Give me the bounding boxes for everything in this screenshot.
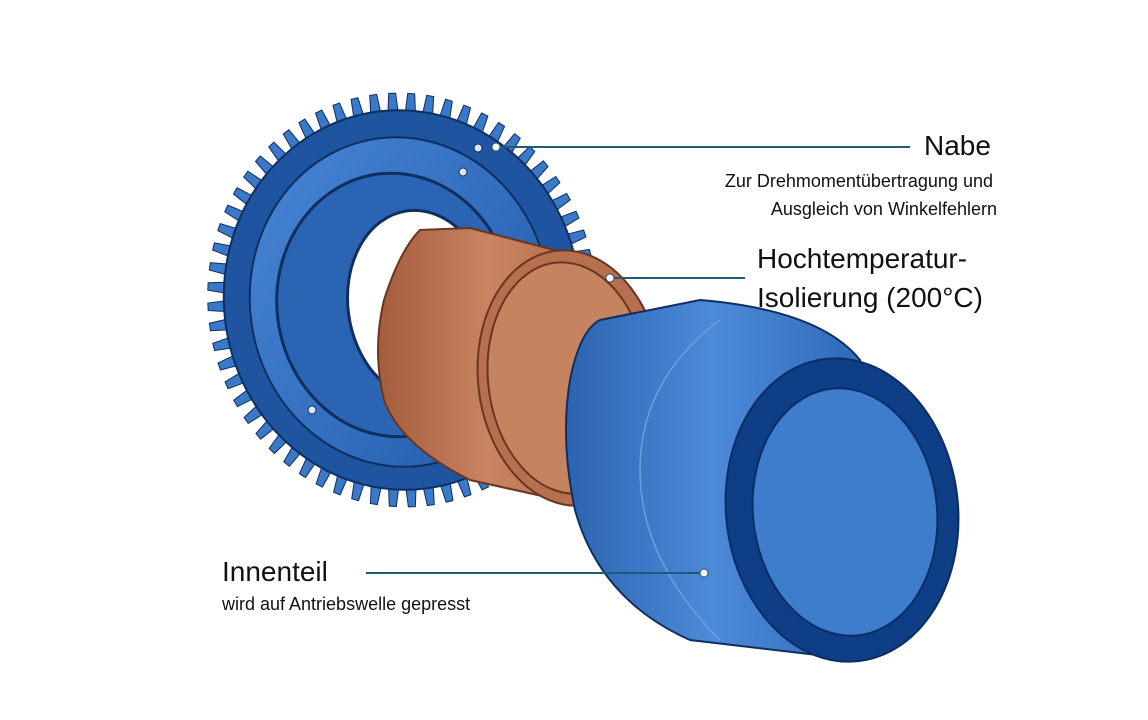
label-isolierung-title-1: Hochtemperatur- xyxy=(757,243,968,274)
hub-hole xyxy=(458,167,468,177)
label-innenteil-desc: wird auf Antriebswelle gepresst xyxy=(222,594,471,614)
hub-hole xyxy=(307,405,317,415)
inner-sleeve-part xyxy=(565,298,960,663)
label-nabe-desc-2: Ausgleich von Winkelfehlern xyxy=(770,199,997,219)
label-innenteil-title: Innenteil xyxy=(222,556,328,587)
hub-hole xyxy=(473,143,483,153)
label-nabe-desc-1: Zur Drehmomentübertragung und xyxy=(724,171,993,191)
inner-sleeve-seam xyxy=(639,319,721,641)
leader-dot-isolierung xyxy=(605,273,615,283)
inner-sleeve-bore xyxy=(751,387,939,637)
label-nabe-title: Nabe xyxy=(924,130,991,161)
leader-lines xyxy=(366,142,910,578)
leader-dot-nabe xyxy=(491,142,501,152)
leader-dot-innenteil xyxy=(699,568,709,578)
label-isolierung-title-2: Isolierung (200°C) xyxy=(757,282,983,313)
